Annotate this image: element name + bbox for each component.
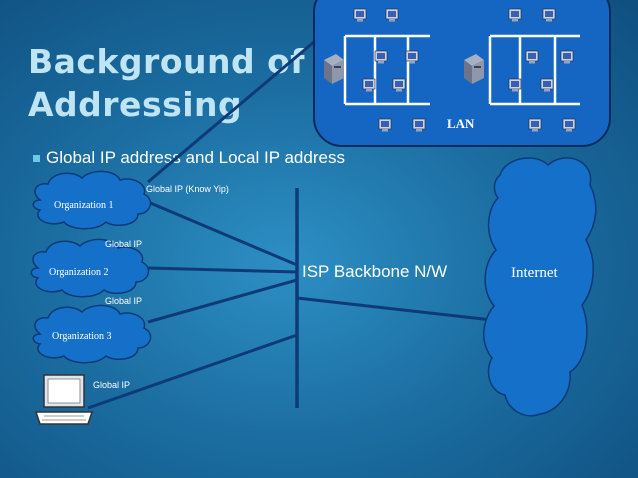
cloud-org2 [30,238,150,298]
link-org2-isp [147,266,298,274]
lan-wiring [343,34,580,106]
cloud-org3 [32,304,152,364]
label-internet: Internet [511,265,558,281]
label-organization-1: Organization 1 [54,200,114,211]
title-line-2: Addressing [28,85,243,124]
bullet-text: Global IP address and Local IP address [46,148,345,167]
label-global-ip-1: Global IP (Know Yip) [146,184,229,194]
slide-title: Background of IP Addressing [28,40,355,126]
label-organization-3: Organization 3 [52,331,112,342]
label-global-ip-4: Global IP [93,380,131,390]
link-org1-isp [147,200,298,267]
server-icon-left [324,54,344,84]
link-org3-isp [147,278,298,324]
connection-lines [87,18,493,410]
server-icon-right [464,54,484,84]
bullet-square-icon [33,155,40,163]
cloud-org1 [32,170,152,230]
link-org1-lan [147,18,341,184]
label-global-ip-2: Global IP [105,239,143,249]
label-isp-backbone: ISP Backbone N/W [302,262,448,281]
title-line-1: Background of IP [28,42,355,81]
link-isp-internet [296,296,493,322]
link-laptop-isp [87,333,298,410]
bullet-item: Global IP address and Local IP address [33,148,345,168]
label-global-ip-3: Global IP [105,296,143,306]
laptop-icon [34,374,94,425]
label-organization-2: Organization 2 [49,267,109,278]
label-lan: LAN [447,116,475,131]
cloud-internet [483,157,597,417]
